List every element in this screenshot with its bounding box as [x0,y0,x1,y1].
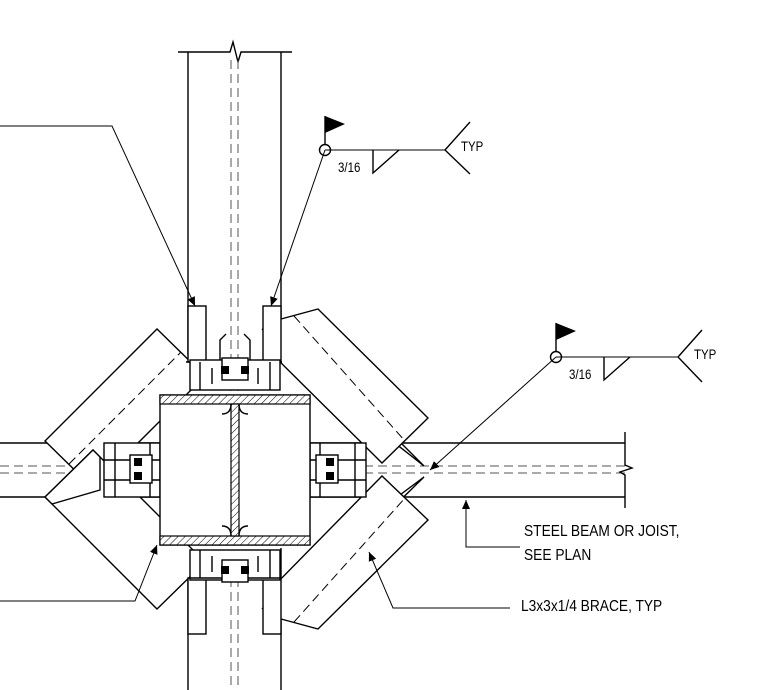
weld-tail-upper: TYP [461,138,484,154]
brace-lower-left [44,449,206,610]
weld-tail-lower: TYP [694,346,717,362]
column-section [159,394,311,546]
weld-size-upper: 3/16 [338,159,361,175]
weld-symbol-lower [549,323,703,383]
brace-callout: L3x3x1/4 BRACE, TYP [521,598,663,615]
gusset-assembly [103,305,367,635]
weld-size-lower: 3/16 [569,366,592,382]
leaders [0,125,557,609]
weld-symbol-upper [318,116,471,175]
beam-callout-line2: SEE PLAN [524,547,592,564]
beam-callout-line1: STEEL BEAM OR JOIST, [524,523,680,540]
